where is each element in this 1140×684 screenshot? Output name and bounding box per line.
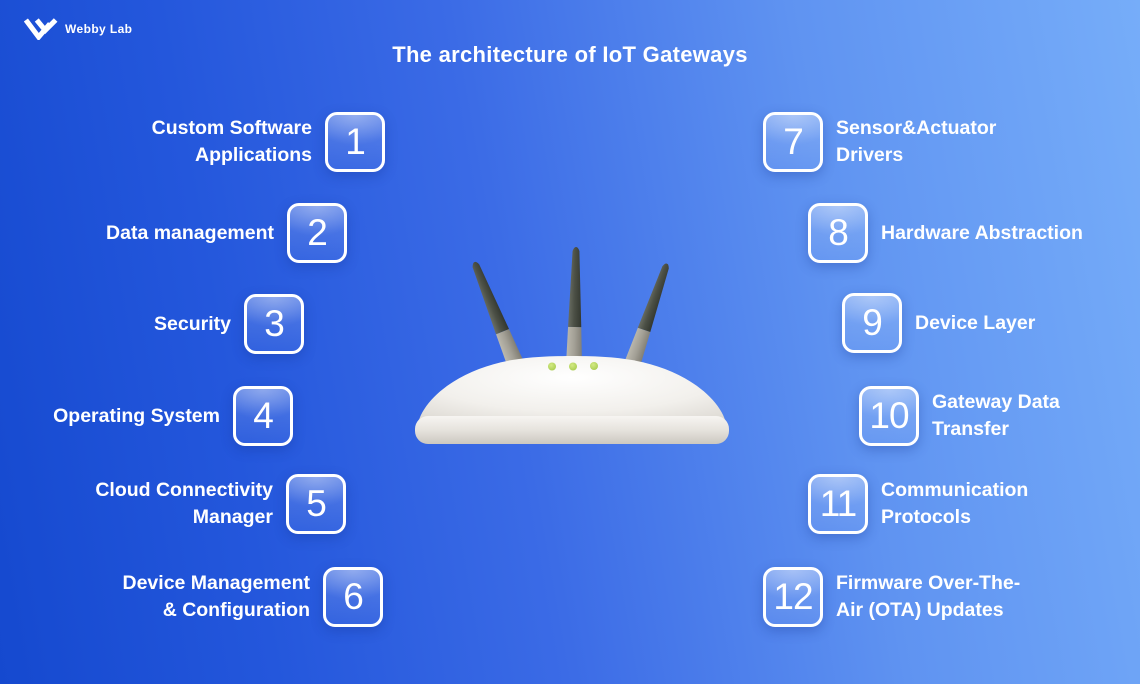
led-indicator bbox=[569, 362, 577, 371]
item-row-6: Device Management & Configuration 6 bbox=[122, 567, 383, 627]
item-number-box: 3 bbox=[244, 294, 304, 354]
item-number: 2 bbox=[307, 212, 328, 253]
item-label: Hardware Abstraction bbox=[881, 221, 1083, 244]
item-number: 5 bbox=[306, 483, 327, 524]
item-number: 10 bbox=[869, 395, 909, 436]
item-label: Security bbox=[154, 312, 231, 335]
item-label: Custom Software Applications bbox=[151, 117, 312, 166]
item-number-box: 5 bbox=[286, 474, 346, 534]
item-number-box: 4 bbox=[233, 386, 293, 446]
item-number: 8 bbox=[828, 212, 849, 253]
item-row-12: 12 Firmware Over-The- Air (OTA) Updates bbox=[763, 567, 1020, 627]
logo-text: Webby Lab bbox=[65, 21, 133, 36]
item-number-box: 7 bbox=[763, 112, 823, 172]
item-label: Firmware Over-The- Air (OTA) Updates bbox=[836, 572, 1021, 621]
item-number-box: 9 bbox=[842, 293, 902, 353]
item-number: 4 bbox=[253, 395, 274, 436]
item-row-11: 11 Communication Protocols bbox=[808, 474, 1028, 534]
item-row-8: 8 Hardware Abstraction bbox=[808, 203, 1083, 263]
item-row-2: Data management 2 bbox=[106, 203, 347, 263]
item-number: 11 bbox=[819, 483, 857, 524]
item-row-3: Security 3 bbox=[154, 294, 304, 354]
antenna-right bbox=[625, 263, 669, 365]
item-number-box: 2 bbox=[287, 203, 347, 263]
item-number: 9 bbox=[862, 302, 883, 343]
item-number-box: 10 bbox=[859, 386, 919, 446]
page-title: The architecture of IoT Gateways bbox=[392, 42, 748, 67]
antenna-center bbox=[566, 247, 582, 366]
led-indicator bbox=[590, 362, 598, 370]
webbylab-logo-icon bbox=[24, 18, 58, 40]
led-indicator bbox=[548, 362, 556, 371]
antenna-left bbox=[472, 261, 524, 369]
iot-gateway-illustration bbox=[415, 247, 729, 444]
item-label: Device Management & Configuration bbox=[122, 572, 311, 621]
router-body bbox=[417, 356, 727, 428]
item-number: 1 bbox=[345, 121, 366, 162]
item-label: Communication Protocols bbox=[881, 479, 1029, 528]
item-number-box: 11 bbox=[808, 474, 868, 534]
item-number: 3 bbox=[264, 303, 285, 344]
item-label: Gateway Data Transfer bbox=[932, 391, 1060, 440]
item-number: 6 bbox=[343, 576, 364, 617]
item-number-box: 6 bbox=[323, 567, 383, 627]
item-row-1: Custom Software Applications 1 bbox=[152, 112, 385, 172]
item-number-box: 8 bbox=[808, 203, 868, 263]
item-row-4: Operating System 4 bbox=[53, 386, 293, 446]
item-label: Device Layer bbox=[915, 311, 1036, 334]
item-number-box: 1 bbox=[325, 112, 385, 172]
router-base bbox=[415, 416, 729, 444]
item-label: Cloud Connectivity Manager bbox=[95, 479, 273, 528]
item-label: Operating System bbox=[53, 404, 220, 427]
item-row-7: 7 Sensor&Actuator Drivers bbox=[763, 112, 996, 172]
item-row-9: 9 Device Layer bbox=[842, 293, 1035, 353]
logo: Webby Lab bbox=[24, 17, 132, 40]
item-row-10: 10 Gateway Data Transfer bbox=[859, 386, 1060, 446]
item-row-5: Cloud Connectivity Manager 5 bbox=[95, 474, 346, 534]
item-label: Sensor&Actuator Drivers bbox=[836, 117, 997, 166]
item-number: 7 bbox=[783, 121, 804, 162]
item-label: Data management bbox=[106, 221, 274, 244]
item-number-box: 12 bbox=[763, 567, 823, 627]
item-number: 12 bbox=[773, 576, 813, 617]
